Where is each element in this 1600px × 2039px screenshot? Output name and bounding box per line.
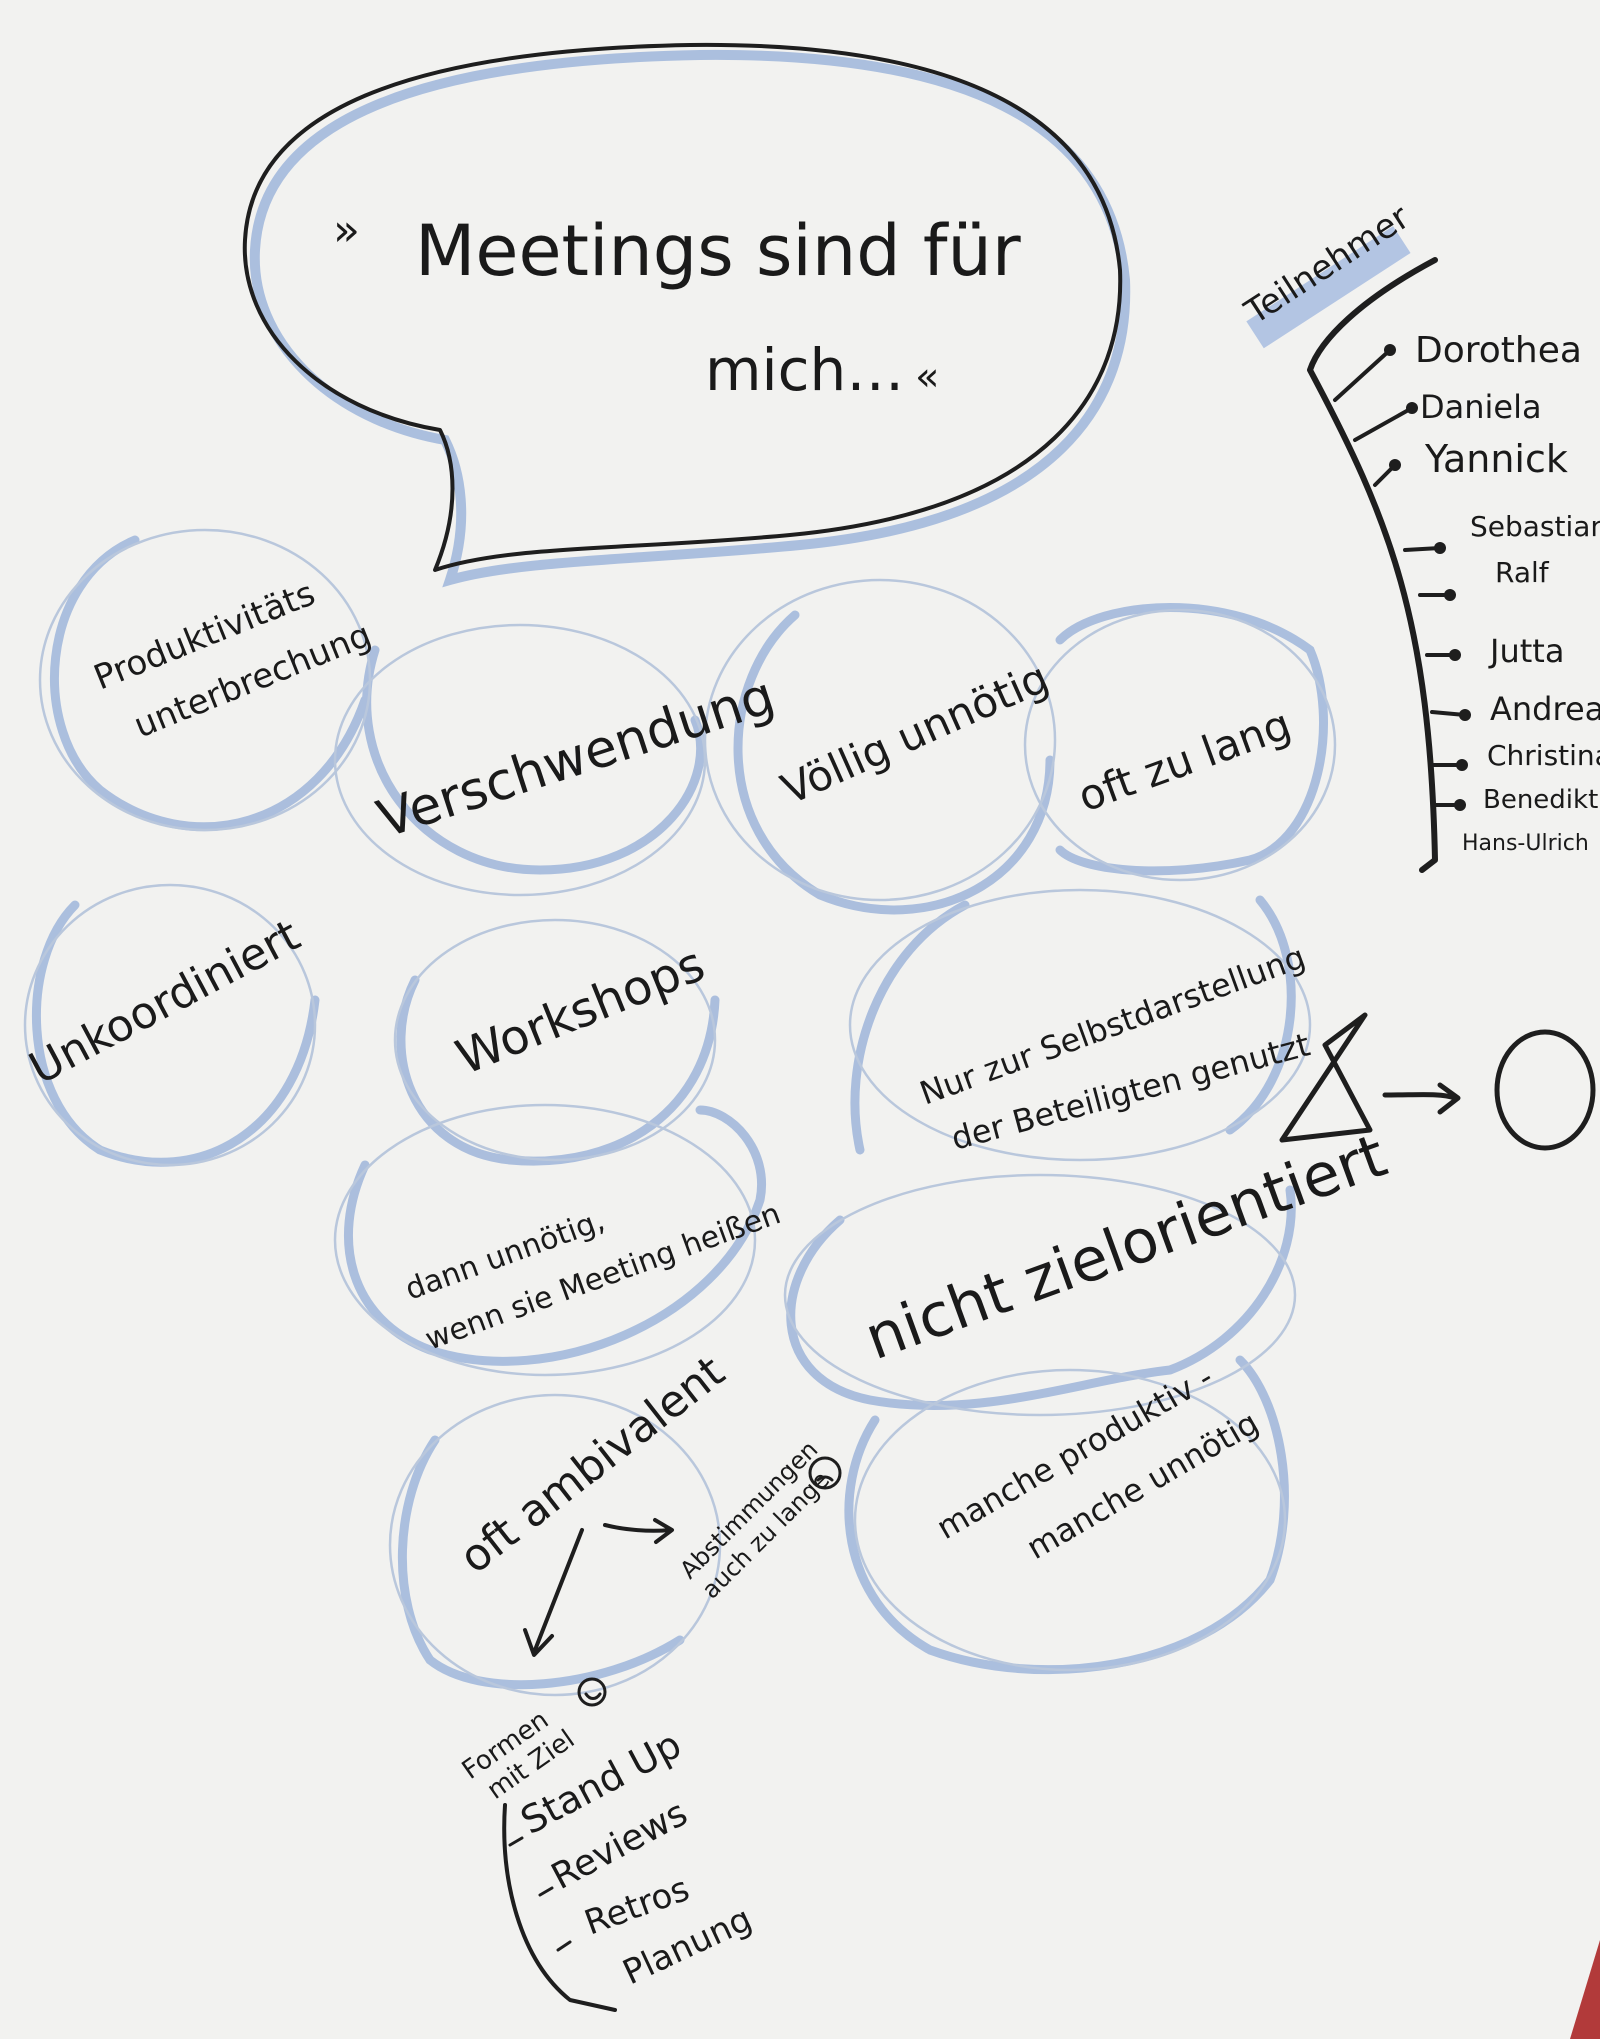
open-quote: » (333, 205, 360, 256)
participant-name: Hans-Ulrich (1462, 831, 1589, 856)
title-line1: Meetings sind für (415, 210, 1021, 292)
bubble-dann-unnoetig (343, 1105, 766, 1366)
participant-name: Sebastian (1470, 510, 1600, 543)
participant-name: Andreas (1490, 690, 1600, 728)
smile-face-icon (577, 1677, 607, 1707)
bubble-ambivalent (398, 1435, 685, 1690)
bubble-oft-lang (1055, 603, 1328, 876)
speech-bubble (242, 42, 1123, 572)
bubble-workshops (396, 975, 720, 1166)
triangle-arrow-circle-icon (1279, 1012, 1596, 1151)
close-quote: « (915, 354, 939, 400)
thought-bubble-outlines (23, 528, 1337, 1697)
bubble-unkoordiniert (31, 900, 320, 1167)
bubble-verschwendung (362, 645, 706, 875)
participant-name: Yannick (1424, 437, 1568, 481)
list-dashes (508, 1836, 572, 1952)
ambivalent-arrows (523, 1518, 674, 1657)
sad-face-icon (808, 1456, 842, 1490)
bubble-manche (844, 1355, 1289, 1675)
participant-name: Benedikt (1483, 785, 1598, 815)
participant-name: Jutta (1488, 632, 1564, 670)
title-line2: mich… (705, 336, 904, 404)
bubble-voellig (733, 610, 1055, 915)
timeline-dots (1384, 344, 1471, 811)
participant-name: Daniela (1420, 388, 1542, 426)
participant-name: Christina (1487, 739, 1600, 772)
bubble-produktivitaet (50, 535, 370, 832)
bubble-selbstdarstellung (850, 895, 1296, 1155)
participants-heading-highlight (1246, 226, 1411, 349)
participant-name: Ralf (1495, 556, 1550, 589)
speech-bubble-shadow (249, 49, 1131, 588)
participant-name: Dorothea (1415, 330, 1582, 371)
thought-bubbles (31, 535, 1328, 1690)
participants-timeline (1307, 257, 1438, 873)
list-bracket (502, 1803, 617, 2012)
